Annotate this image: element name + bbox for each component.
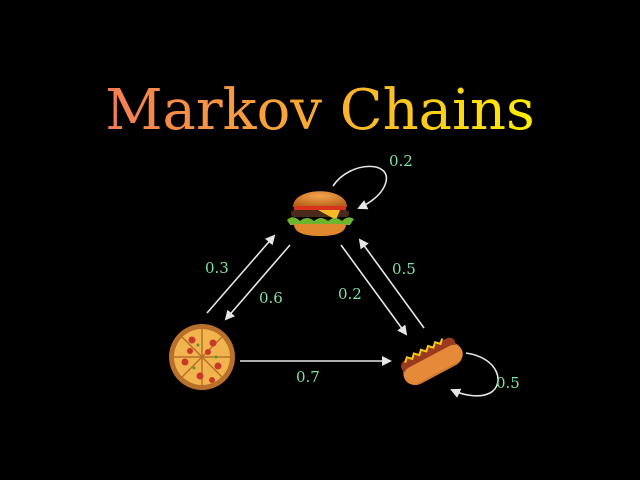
edge-pizza-burger bbox=[206, 234, 276, 314]
edge-label-pizza-hotdog: 0.7 bbox=[296, 368, 320, 386]
edge-burger-self bbox=[332, 165, 388, 210]
hotdog-icon bbox=[401, 337, 463, 386]
edge-hotdog-self bbox=[450, 352, 499, 398]
edge-hotdog-burger bbox=[358, 238, 425, 329]
edge-label-burger-self: 0.2 bbox=[389, 152, 413, 170]
burger-icon bbox=[287, 191, 354, 236]
edge-label-hotdog-self: 0.5 bbox=[496, 374, 520, 392]
title: Markov Chains bbox=[105, 78, 535, 143]
edge-label-pizza-burger: 0.3 bbox=[205, 259, 229, 277]
edge-label-hotdog-burger: 0.5 bbox=[392, 260, 416, 278]
edge-label-burger-pizza: 0.6 bbox=[259, 289, 283, 307]
pizza-icon bbox=[169, 324, 235, 390]
edge-label-burger-hotdog: 0.2 bbox=[338, 285, 362, 303]
edge-burger-pizza bbox=[224, 244, 291, 321]
edge-burger-hotdog bbox=[340, 244, 408, 336]
